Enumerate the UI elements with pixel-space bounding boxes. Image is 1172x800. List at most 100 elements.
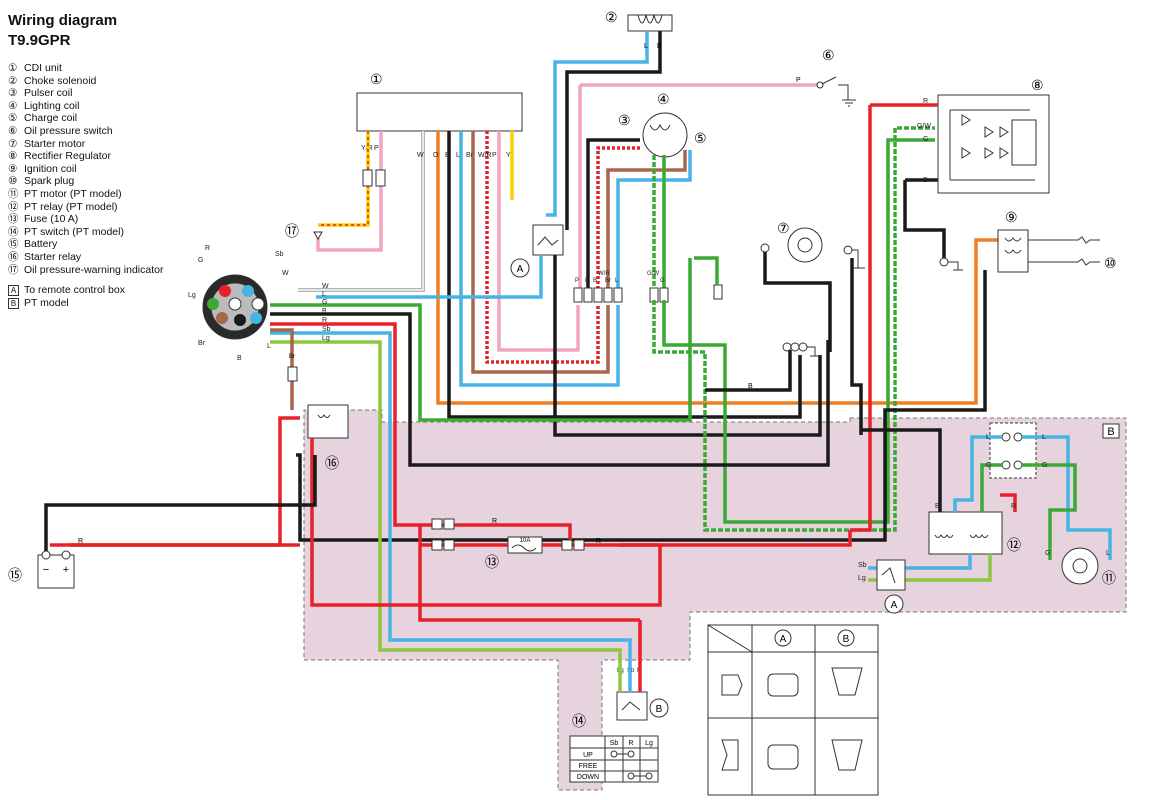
svg-text:B: B xyxy=(935,503,940,510)
pt-relay xyxy=(928,511,1003,555)
battery-positive-terminal xyxy=(61,550,71,560)
remote-connector-a xyxy=(876,559,906,591)
plug-pin-brown xyxy=(216,312,228,324)
svg-text:G: G xyxy=(1045,550,1050,557)
callout-7: ⑦ xyxy=(777,220,790,236)
harness-black xyxy=(270,312,830,467)
battery-negative-terminal xyxy=(41,550,51,560)
wire-ptrelay-red xyxy=(1000,493,1017,512)
svg-text:Y: Y xyxy=(506,152,511,159)
svg-text:Lg: Lg xyxy=(188,292,196,299)
wire-green-feedback xyxy=(694,256,719,285)
svg-text:W: W xyxy=(417,152,424,159)
svg-text:L: L xyxy=(322,291,326,298)
svg-text:B: B xyxy=(923,177,928,184)
harness-green xyxy=(270,258,692,422)
harness-red xyxy=(270,322,440,527)
spark-plug-lead xyxy=(1028,258,1100,266)
callout-15: ⑮ xyxy=(8,567,22,583)
svg-text:Br: Br xyxy=(198,340,206,347)
connector-reference-table: A B xyxy=(707,624,879,796)
svg-text:−: − xyxy=(43,564,49,576)
starter-relay xyxy=(307,404,349,439)
male-connector-icon xyxy=(721,674,743,696)
wire-cdi-brown xyxy=(471,131,610,374)
pt-relay-connector xyxy=(989,422,1037,479)
callout-6: ⑥ xyxy=(822,47,835,63)
svg-text:Sb: Sb xyxy=(275,251,284,258)
connector-a-marker xyxy=(884,594,904,614)
wire-regulator-red-down xyxy=(850,105,872,532)
wire-cdi-white xyxy=(298,131,425,292)
connector xyxy=(375,169,386,187)
wire-pink-indicator xyxy=(316,131,383,252)
wire-ptrelay-green xyxy=(980,463,1002,512)
pt-switch xyxy=(616,691,648,721)
harness-light-green xyxy=(270,340,622,660)
wire-blue-harness xyxy=(316,255,543,299)
svg-text:W: W xyxy=(282,270,289,277)
harness-labels: W L G B R Sb Lg xyxy=(322,283,331,342)
plug-pin-light-green xyxy=(251,297,265,311)
coil-icon xyxy=(1004,237,1022,254)
callout-11: ⑪ xyxy=(1102,570,1116,586)
model-name: T9.9GPR xyxy=(8,32,71,49)
coil-icon xyxy=(649,123,671,131)
connector-b-female-icon xyxy=(831,739,863,771)
female-connector-icon xyxy=(721,739,739,771)
svg-text:O: O xyxy=(433,152,439,159)
svg-text:L: L xyxy=(267,343,271,350)
callout-13: ⑬ xyxy=(485,554,499,570)
svg-text:Sb: Sb xyxy=(610,740,619,747)
wire-pulser-black xyxy=(586,138,640,300)
callout-16: ⑯ xyxy=(325,455,339,471)
callout-12: ⑫ xyxy=(1007,537,1021,553)
svg-text:W: W xyxy=(322,283,329,290)
svg-text:R: R xyxy=(492,518,497,525)
wire-cdi-white-inner xyxy=(298,131,424,291)
svg-text:L: L xyxy=(1106,550,1110,557)
regulator-labels: R G/W G B xyxy=(917,98,931,184)
connector xyxy=(362,169,373,187)
diagram-title: Wiring diagram xyxy=(8,12,118,29)
svg-text:P: P xyxy=(796,77,801,84)
callout-17: ⑰ xyxy=(285,223,299,239)
fuse-connectors xyxy=(431,518,585,551)
svg-text:R: R xyxy=(78,538,83,545)
svg-text:R: R xyxy=(1011,503,1016,510)
svg-text:G: G xyxy=(923,136,928,143)
svg-text:FREE: FREE xyxy=(579,763,598,770)
svg-text:Lg: Lg xyxy=(858,575,866,582)
wire-remote-light-green xyxy=(868,554,992,582)
svg-text:Br: Br xyxy=(289,354,295,360)
wire-charge-brown xyxy=(606,150,687,300)
wire-fuse-red-loop xyxy=(440,523,572,540)
svg-text:+: + xyxy=(63,564,69,576)
callout-5: ⑤ xyxy=(694,130,707,146)
connector-a-female-icon xyxy=(767,744,799,770)
svg-text:B: B xyxy=(1107,426,1114,438)
spark-plug-lead xyxy=(1028,236,1100,244)
svg-text:L: L xyxy=(644,43,648,50)
callout-9: ⑨ xyxy=(1005,209,1018,225)
svg-text:R: R xyxy=(205,245,210,252)
plug-pin-blue xyxy=(250,312,262,324)
svg-text:G/W: G/W xyxy=(647,271,659,277)
svg-text:P: P xyxy=(374,145,379,152)
svg-text:DOWN: DOWN xyxy=(577,774,599,781)
svg-text:P: P xyxy=(575,278,579,284)
svg-text:P: P xyxy=(492,152,497,159)
svg-text:B: B xyxy=(748,383,753,390)
svg-text:B: B xyxy=(445,152,450,159)
svg-text:Lg: Lg xyxy=(322,335,330,342)
rectifier-regulator xyxy=(937,94,1050,194)
connector-bank xyxy=(573,284,723,303)
